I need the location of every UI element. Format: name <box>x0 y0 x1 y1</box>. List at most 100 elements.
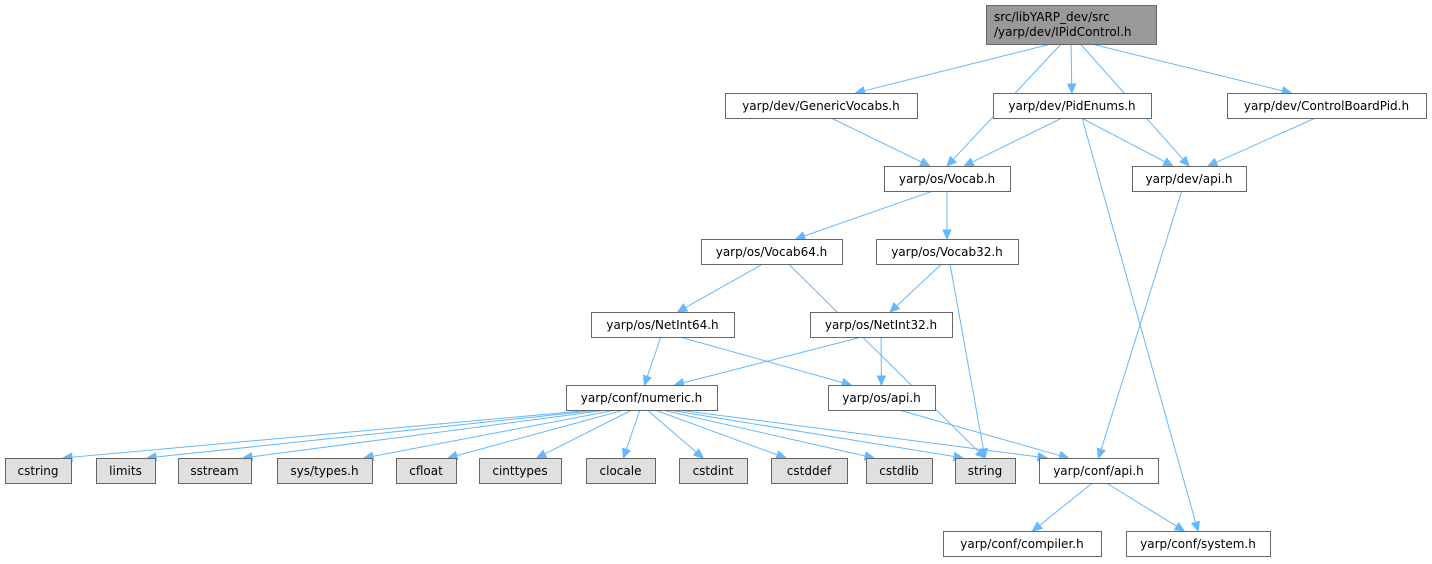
node-box <box>1039 458 1159 484</box>
node-label: yarp/dev/ControlBoardPid.h <box>1244 99 1409 113</box>
edge-pidenums-to-devapi <box>1081 117 1174 167</box>
arrowhead-icon <box>946 155 957 167</box>
node-devapi[interactable]: yarp/dev/api.h <box>1132 166 1247 192</box>
node-label: cinttypes <box>492 464 547 478</box>
arrowhead-icon <box>1179 155 1190 167</box>
edge-vocab64-to-netint64 <box>676 263 764 313</box>
node-root[interactable]: src/libYARP_dev/src/yarp/dev/IPidControl… <box>986 5 1157 45</box>
node-box <box>178 458 252 484</box>
node-label: cstdlib <box>879 464 918 478</box>
node-label: string <box>968 464 1002 478</box>
node-netint32[interactable]: yarp/os/NetInt32.h <box>810 312 953 338</box>
node-label: yarp/os/NetInt64.h <box>606 318 718 332</box>
edge-cbpid-to-devapi <box>1206 117 1316 167</box>
arrowhead-icon <box>775 450 788 460</box>
arrowhead-icon <box>978 447 989 460</box>
arrowhead-icon <box>963 157 975 167</box>
arrowhead-icon <box>1096 447 1106 460</box>
node-label: cstddef <box>787 464 832 478</box>
edge-numeric-to-cfloat <box>446 409 625 461</box>
node-label: /yarp/dev/IPidControl.h <box>994 25 1132 39</box>
edge-numeric-to-cstdlib <box>661 409 876 461</box>
node-cstring[interactable]: cstring <box>5 458 72 484</box>
node-label: cstdint <box>693 464 734 478</box>
node-osapi[interactable]: yarp/os/api.h <box>828 385 936 411</box>
node-label: yarp/dev/PidEnums.h <box>1008 99 1135 113</box>
node-label: yarp/os/api.h <box>842 391 920 405</box>
edge-numeric-to-string <box>668 409 965 462</box>
node-cinttypes[interactable]: cinttypes <box>479 458 562 484</box>
node-label: sys/types.h <box>290 464 358 478</box>
node-sstream[interactable]: sstream <box>178 458 252 484</box>
arrowhead-icon <box>676 303 689 313</box>
edge-numeric-to-clocale <box>621 409 641 460</box>
node-vocab[interactable]: yarp/os/Vocab.h <box>884 166 1011 192</box>
node-label: yarp/dev/api.h <box>1146 172 1233 186</box>
arrowhead-icon <box>621 447 631 460</box>
node-box <box>725 93 918 119</box>
node-string[interactable]: string <box>955 458 1016 484</box>
node-label: sstream <box>190 464 238 478</box>
node-systypes[interactable]: sys/types.h <box>277 458 373 484</box>
node-vocab32[interactable]: yarp/os/Vocab32.h <box>876 239 1019 265</box>
node-box <box>701 239 843 265</box>
arrowhead-icon <box>918 157 931 167</box>
edge-vocab32-to-string <box>949 263 989 460</box>
node-box <box>810 312 953 338</box>
edge-netint64-to-osapi <box>679 336 853 388</box>
node-compiler[interactable]: yarp/conf/compiler.h <box>943 531 1102 557</box>
edge-numeric-to-cinttypes <box>535 409 633 459</box>
arrowhead-icon <box>692 448 705 459</box>
node-cstdlib[interactable]: cstdlib <box>866 458 933 484</box>
node-numeric[interactable]: yarp/conf/numeric.h <box>566 385 718 411</box>
node-label: yarp/conf/numeric.h <box>581 391 702 405</box>
node-box <box>96 458 156 484</box>
node-box <box>866 458 933 484</box>
edge-vocab-to-vocab64 <box>794 190 934 241</box>
edge-genvoc-to-vocab <box>830 117 931 167</box>
node-label: cstring <box>17 464 58 478</box>
node-label: clocale <box>600 464 642 478</box>
node-box <box>5 458 72 484</box>
node-box <box>771 458 848 484</box>
node-cstdint[interactable]: cstdint <box>679 458 748 484</box>
arrowhead-icon <box>1031 521 1043 532</box>
node-box <box>1126 531 1271 557</box>
edge-vocab32-to-netint32 <box>889 263 943 313</box>
node-label: yarp/os/Vocab.h <box>899 172 995 186</box>
arrowhead-icon <box>876 375 887 387</box>
edge-osapi-to-confapi <box>898 409 1070 461</box>
node-pidenums[interactable]: yarp/dev/PidEnums.h <box>993 93 1152 119</box>
arrowhead-icon <box>889 302 901 313</box>
node-confapi[interactable]: yarp/conf/api.h <box>1039 458 1159 484</box>
node-system[interactable]: yarp/conf/system.h <box>1126 531 1271 557</box>
edges-layer <box>61 43 1316 533</box>
edge-numeric-to-cstdint <box>646 409 705 459</box>
arrowhead-icon <box>1190 520 1201 533</box>
edge-numeric-to-confapi <box>677 409 1049 462</box>
edge-pidenums-to-vocab <box>963 117 1063 167</box>
node-box <box>876 239 1019 265</box>
node-label: yarp/dev/GenericVocabs.h <box>742 99 900 113</box>
node-box <box>1227 93 1427 119</box>
node-cbpid[interactable]: yarp/dev/ControlBoardPid.h <box>1227 93 1427 119</box>
edge-numeric-to-cstddef <box>654 409 788 460</box>
node-netint64[interactable]: yarp/os/NetInt64.h <box>591 312 735 338</box>
node-box <box>955 458 1016 484</box>
node-label: yarp/os/NetInt32.h <box>825 318 937 332</box>
node-box <box>396 458 457 484</box>
edge-vocab-to-vocab32 <box>942 191 952 241</box>
arrowhead-icon <box>1162 157 1174 167</box>
node-cfloat[interactable]: cfloat <box>396 458 457 484</box>
node-label: yarp/conf/api.h <box>1053 464 1144 478</box>
edge-confapi-to-compiler <box>1031 482 1093 532</box>
node-vocab64[interactable]: yarp/os/Vocab64.h <box>701 239 843 265</box>
node-clocale[interactable]: clocale <box>586 458 656 484</box>
node-limits[interactable]: limits <box>96 458 156 484</box>
edge-pidenums-to-system <box>1081 117 1201 533</box>
node-cstddef[interactable]: cstddef <box>771 458 848 484</box>
node-label: src/libYARP_dev/src <box>994 10 1110 24</box>
node-genvoc[interactable]: yarp/dev/GenericVocabs.h <box>725 93 918 119</box>
node-box <box>679 458 748 484</box>
